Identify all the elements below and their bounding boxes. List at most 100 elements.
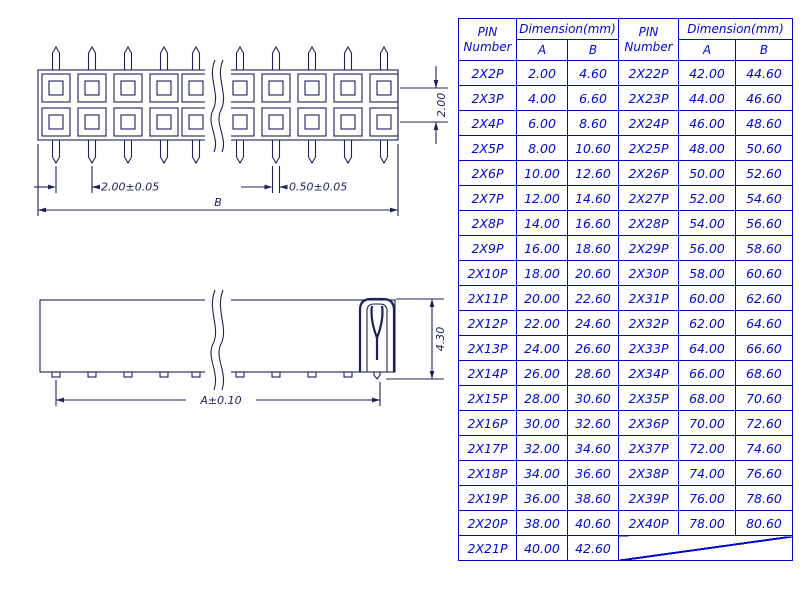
dim-a-cell: 34.00 [516, 460, 568, 486]
pin-cell: 2X31P [618, 285, 679, 311]
dimension-row-pitch: 2.00 [400, 66, 448, 144]
dim-b-cell: 70.60 [735, 385, 793, 411]
pin-tab-bottom [51, 139, 61, 165]
mounting-foot [235, 371, 245, 378]
dim-length-label: A±0.10 [199, 394, 241, 407]
pin-cell: 2X2P [458, 60, 517, 86]
pin-cell: 2X33P [618, 335, 679, 361]
dim-b-cell: 6.60 [567, 85, 619, 111]
dim-a-cell: 10.00 [516, 160, 568, 186]
dim-b-cell: 34.60 [567, 435, 619, 461]
dimension-pin-width: 0.50±0.05 [241, 166, 347, 194]
pin-cell: 2X26P [618, 160, 679, 186]
technical-drawing: 2.00 2.00±0.05 0.50±0.05 [34, 45, 448, 407]
dim-b-cell: 14.60 [567, 185, 619, 211]
dim-a-cell: 40.00 [516, 535, 568, 561]
pin-cell: 2X21P [458, 535, 517, 561]
dim-b-cell: 18.60 [567, 235, 619, 261]
dim-a-cell: 46.00 [678, 110, 736, 136]
pin-pad-outer [41, 73, 71, 103]
pin-cell: 2X12P [458, 310, 517, 336]
pin-tab-bottom [159, 139, 169, 165]
dim-row-pitch-label: 2.00 [435, 93, 448, 118]
dim-a-cell: 36.00 [516, 485, 568, 511]
mounting-foot [343, 371, 353, 378]
break-line [218, 59, 225, 153]
dim-b-cell: 30.60 [567, 385, 619, 411]
dimension-height: 4.30 [386, 298, 447, 380]
dim-b-cell: 78.60 [735, 485, 793, 511]
dim-a-cell: 30.00 [516, 410, 568, 436]
dim-b-cell: 12.60 [567, 160, 619, 186]
dim-a-cell: 14.00 [516, 210, 568, 236]
dim-a-cell: 62.00 [678, 310, 736, 336]
dim-pin-width-label: 0.50±0.05 [289, 181, 347, 194]
dim-a-cell: 50.00 [678, 160, 736, 186]
pin-tab-bottom [343, 139, 353, 165]
header-pin-line2: Number [463, 39, 512, 54]
pin-pad-inner [120, 114, 136, 130]
dim-b-cell: 28.60 [567, 360, 619, 386]
contact-tail [373, 371, 381, 380]
dim-a-cell: 64.00 [678, 335, 736, 361]
pin-cell: 2X24P [618, 110, 679, 136]
pin-cell: 2X17P [458, 435, 517, 461]
contact-fork [370, 305, 384, 342]
dim-a-cell: 6.00 [516, 110, 568, 136]
dim-a-cell: 38.00 [516, 510, 568, 536]
dim-a-cell: 68.00 [678, 385, 736, 411]
dim-height-label: 4.30 [434, 327, 447, 352]
pin-pad-outer [369, 73, 399, 103]
pin-cell: 2X36P [618, 410, 679, 436]
dim-a-cell: 72.00 [678, 435, 736, 461]
header-col-b: B [735, 39, 793, 61]
pin-tab-bottom [379, 139, 389, 165]
dim-a-cell: 8.00 [516, 135, 568, 161]
pin-tab-top [191, 45, 201, 71]
header-col-a: A [516, 39, 568, 61]
pin-cell: 2X16P [458, 410, 517, 436]
pin-tab-top [159, 45, 169, 71]
pin-pad-inner [188, 80, 204, 96]
break-line [210, 289, 217, 391]
dim-a-cell: 78.00 [678, 510, 736, 536]
dim-a-cell: 52.00 [678, 185, 736, 211]
break-whiteout [205, 297, 231, 375]
top-view: 2.00 2.00±0.05 0.50±0.05 [34, 45, 448, 216]
dimension-table-body: PIN Number Dimension(mm) PIN Number Dime… [458, 18, 793, 561]
dim-b-cell: 44.60 [735, 60, 793, 86]
pin-cell: 2X14P [458, 360, 517, 386]
pin-tab-bottom [191, 139, 201, 165]
dim-a-cell: 44.00 [678, 85, 736, 111]
mounting-foot [307, 371, 317, 378]
dim-b-cell: 32.60 [567, 410, 619, 436]
pin-pad-inner [84, 114, 100, 130]
pin-pad-inner [120, 80, 136, 96]
pin-cell: 2X23P [618, 85, 679, 111]
pin-pad-inner [304, 80, 320, 96]
mounting-foot [51, 371, 61, 378]
header-dimension: Dimension(mm) [678, 18, 793, 40]
pin-pad-outer [297, 107, 327, 137]
dim-a-cell: 28.00 [516, 385, 568, 411]
pin-pad-inner [340, 80, 356, 96]
pin-cell: 2X30P [618, 260, 679, 286]
contact-section [358, 297, 396, 380]
dimension-overall-length: B [37, 144, 399, 216]
dim-a-cell: 48.00 [678, 135, 736, 161]
mounting-foot [159, 371, 169, 378]
pin-cell: 2X4P [458, 110, 517, 136]
feet-group [51, 371, 353, 378]
dim-a-cell: 76.00 [678, 485, 736, 511]
pin-cell: 2X9P [458, 235, 517, 261]
pin-cell: 2X40P [618, 510, 679, 536]
pin-cell: 2X39P [618, 485, 679, 511]
pin-cell: 2X29P [618, 235, 679, 261]
